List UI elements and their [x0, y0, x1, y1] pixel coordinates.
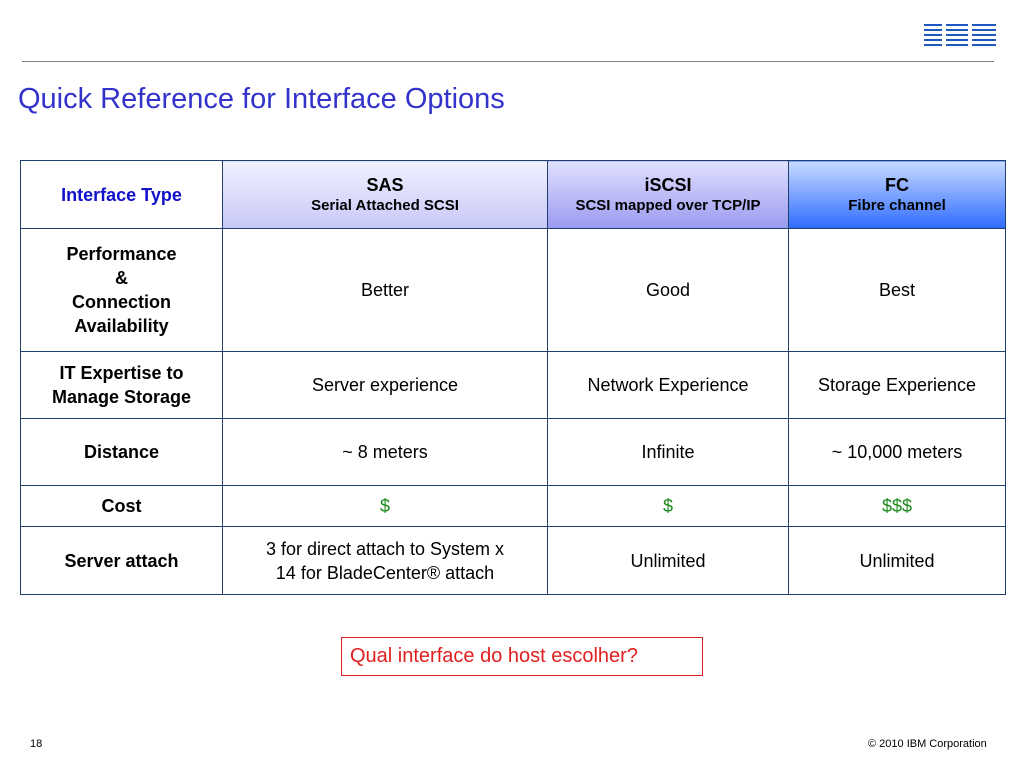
table-row-performance: Performance & Connection Availability Be…	[20, 228, 1006, 352]
row-label: Distance	[20, 418, 223, 486]
cell-sas: 3 for direct attach to System x 14 for B…	[222, 526, 548, 595]
cell-sas: Server experience	[222, 351, 548, 419]
cell-iscsi: Infinite	[547, 418, 789, 486]
header-sas-name: SAS	[366, 174, 404, 195]
table-row-cost: Cost $ $ $$$	[20, 485, 1006, 527]
copyright: © 2010 IBM Corporation	[868, 738, 987, 750]
page-number: 18	[30, 738, 43, 750]
table-row-it-expertise: IT Expertise to Manage Storage Server ex…	[20, 351, 1006, 419]
interface-comparison-table: Interface Type SAS Serial Attached SCSI …	[20, 160, 1006, 595]
question-callout: Qual interface do host escolher?	[341, 637, 703, 676]
cell-fc: ~ 10,000 meters	[788, 418, 1006, 486]
header-iscsi-sub: SCSI mapped over TCP/IP	[575, 196, 761, 214]
header-interface-type: Interface Type	[20, 160, 223, 229]
cell-fc: $$$	[788, 485, 1006, 527]
row-label: IT Expertise to Manage Storage	[20, 351, 223, 419]
cell-iscsi: Good	[547, 228, 789, 352]
row-label-line: Availability	[74, 316, 169, 336]
cell-fc: Storage Experience	[788, 351, 1006, 419]
cell-fc: Unlimited	[788, 526, 1006, 595]
cell-fc: Best	[788, 228, 1006, 352]
row-label-line: &	[115, 268, 128, 288]
row-label-line: IT Expertise to	[59, 363, 184, 383]
header-iscsi-name: iSCSI	[644, 174, 692, 195]
ibm-logo	[924, 22, 996, 52]
header-iscsi: iSCSI SCSI mapped over TCP/IP	[547, 160, 789, 229]
header-fc-sub: Fibre channel	[848, 196, 946, 214]
cell-sas: ~ 8 meters	[222, 418, 548, 486]
header-sas-sub: Serial Attached SCSI	[311, 196, 459, 214]
table-row-server-attach: Server attach 3 for direct attach to Sys…	[20, 526, 1006, 595]
header-fc-name: FC	[885, 174, 909, 195]
cell-iscsi: Unlimited	[547, 526, 789, 595]
cell-line: 14 for BladeCenter® attach	[275, 562, 495, 583]
cell-sas: $	[222, 485, 548, 527]
header-row: Interface Type SAS Serial Attached SCSI …	[20, 160, 1006, 229]
row-label: Performance & Connection Availability	[20, 228, 223, 352]
header-sas: SAS Serial Attached SCSI	[222, 160, 548, 229]
cell-line: 3 for direct attach to System x	[265, 538, 505, 559]
cell-sas: Better	[222, 228, 548, 352]
row-label: Server attach	[20, 526, 223, 595]
table-row-distance: Distance ~ 8 meters Infinite ~ 10,000 me…	[20, 418, 1006, 486]
row-label-line: Connection	[72, 292, 171, 312]
cell-iscsi: $	[547, 485, 789, 527]
cell-iscsi: Network Experience	[547, 351, 789, 419]
header-rule	[22, 61, 994, 62]
row-label-line: Performance	[66, 244, 177, 264]
row-label-line: Manage Storage	[51, 387, 192, 407]
row-label: Cost	[20, 485, 223, 527]
page-title: Quick Reference for Interface Options	[18, 83, 505, 115]
header-fc: FC Fibre channel	[788, 160, 1006, 229]
